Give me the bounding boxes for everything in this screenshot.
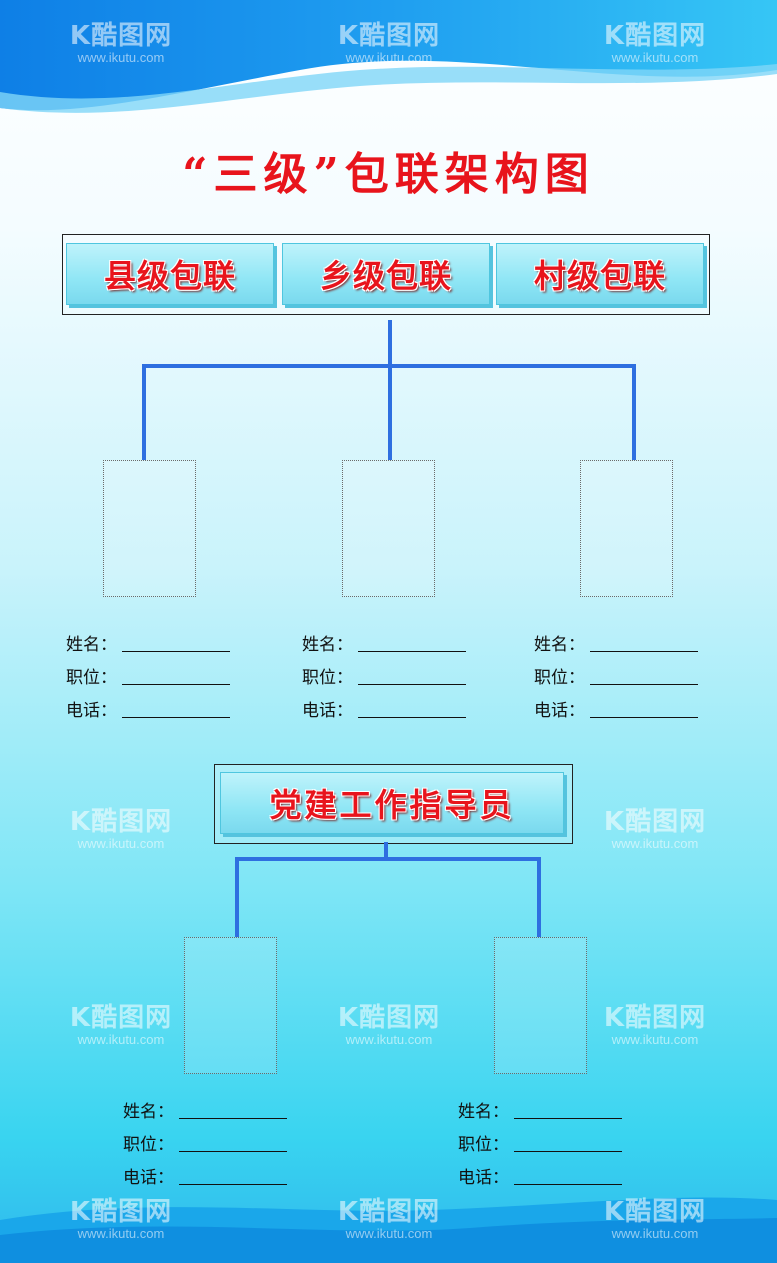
connector-line bbox=[388, 320, 392, 460]
info-block: 姓名： 职位： 电话： bbox=[302, 626, 466, 725]
tab-township-level: 乡级包联 bbox=[282, 243, 490, 305]
phone-label: 电话： bbox=[123, 1168, 174, 1188]
info-block: 姓名： 职位： 电话： bbox=[123, 1093, 287, 1192]
photo-placeholder bbox=[342, 460, 435, 597]
position-blank bbox=[358, 666, 466, 685]
name-blank bbox=[122, 633, 230, 652]
name-blank bbox=[590, 633, 698, 652]
phone-blank bbox=[514, 1166, 622, 1185]
phone-blank bbox=[358, 699, 466, 718]
connector-line bbox=[384, 842, 388, 860]
position-blank bbox=[514, 1133, 622, 1152]
photo-placeholder bbox=[494, 937, 587, 1074]
info-block: 姓名： 职位： 电话： bbox=[534, 626, 698, 725]
info-block: 姓名： 职位： 电话： bbox=[458, 1093, 622, 1192]
photo-placeholder bbox=[103, 460, 196, 597]
page-title: “三级”包联架构图 bbox=[182, 149, 595, 200]
name-label: 姓名： bbox=[66, 635, 117, 655]
tab-county-level: 县级包联 bbox=[66, 243, 274, 305]
phone-label: 电话： bbox=[66, 701, 117, 721]
info-block: 姓名： 职位： 电话： bbox=[66, 626, 230, 725]
connector-line bbox=[142, 364, 146, 460]
position-label: 职位： bbox=[534, 668, 585, 688]
bottom-wave-band bbox=[0, 1197, 777, 1263]
top-wave-band bbox=[0, 0, 777, 113]
phone-blank bbox=[122, 699, 230, 718]
position-label: 职位： bbox=[458, 1135, 509, 1155]
name-blank bbox=[179, 1100, 287, 1119]
name-label: 姓名： bbox=[123, 1102, 174, 1122]
phone-blank bbox=[179, 1166, 287, 1185]
position-blank bbox=[122, 666, 230, 685]
phone-label: 电话： bbox=[534, 701, 585, 721]
tab-village-level: 村级包联 bbox=[496, 243, 704, 305]
photo-placeholder bbox=[580, 460, 673, 597]
connector-line bbox=[142, 364, 636, 368]
name-blank bbox=[358, 633, 466, 652]
position-blank bbox=[179, 1133, 287, 1152]
tab-party-instructor: 党建工作指导员 bbox=[220, 772, 564, 834]
position-label: 职位： bbox=[66, 668, 117, 688]
phone-blank bbox=[590, 699, 698, 718]
position-label: 职位： bbox=[123, 1135, 174, 1155]
position-label: 职位： bbox=[302, 668, 353, 688]
phone-label: 电话： bbox=[458, 1168, 509, 1188]
connector-line bbox=[632, 364, 636, 460]
connector-line bbox=[537, 857, 541, 937]
name-label: 姓名： bbox=[534, 635, 585, 655]
photo-placeholder bbox=[184, 937, 277, 1074]
name-label: 姓名： bbox=[458, 1102, 509, 1122]
position-blank bbox=[590, 666, 698, 685]
connector-line bbox=[235, 857, 541, 861]
name-blank bbox=[514, 1100, 622, 1119]
connector-line bbox=[235, 857, 239, 937]
phone-label: 电话： bbox=[302, 701, 353, 721]
name-label: 姓名： bbox=[302, 635, 353, 655]
